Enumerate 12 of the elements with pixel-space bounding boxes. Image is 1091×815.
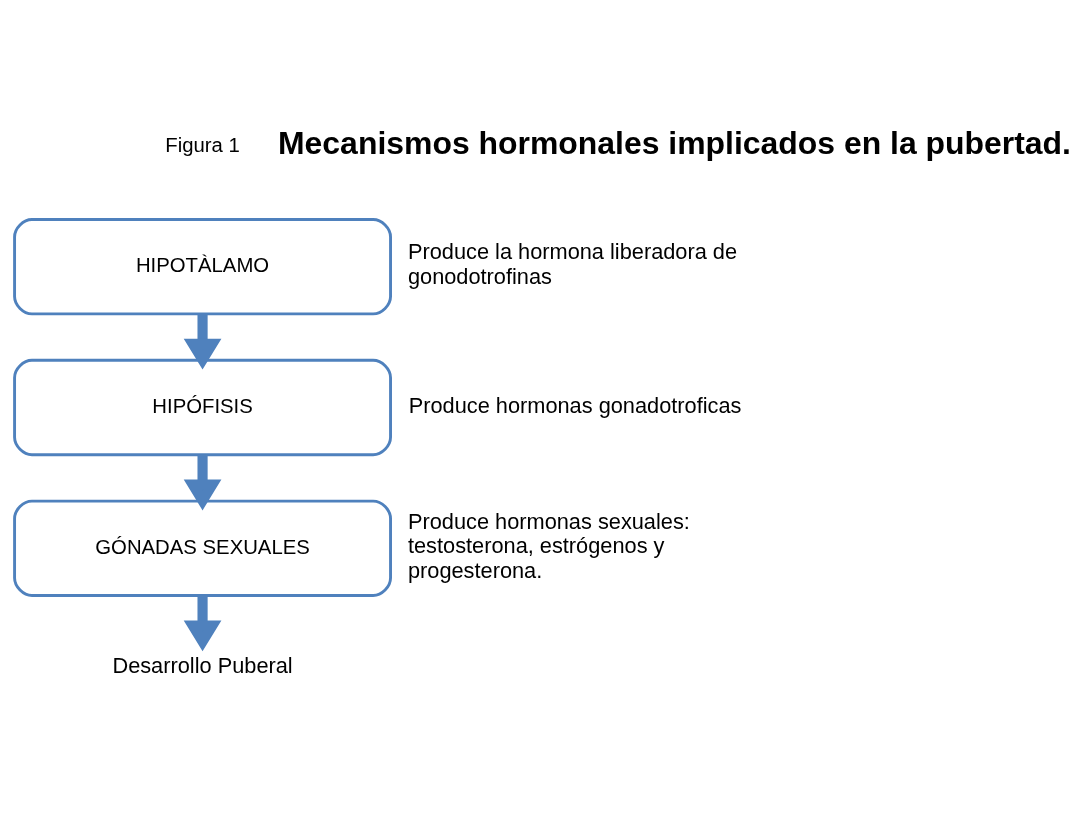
- label: Figura 1: [165, 134, 240, 157]
- arrow: [183, 454, 222, 511]
- node-label: Produce hormonas gonadotroficas: [408, 392, 742, 418]
- arrow: [183, 595, 222, 652]
- diagram-title: Mecanismos hormonales implicados en la pubertad.: [278, 124, 1071, 161]
- node-label: Produce la hormona liberadora de gonodotrofinas: [407, 239, 738, 290]
- arrow: [183, 314, 222, 370]
- node-label: Produce hormonas sexuales: testosterona, estrógenos y progesterona.: [407, 508, 690, 584]
- node-box: HIPOTÀLAMO: [13, 218, 392, 316]
- node-box: HIPÓFISIS: [13, 358, 392, 457]
- node-box: GÓNADAS SEXUALES: [13, 499, 392, 597]
- node-text: Desarrollo Puberal: [112, 653, 293, 679]
